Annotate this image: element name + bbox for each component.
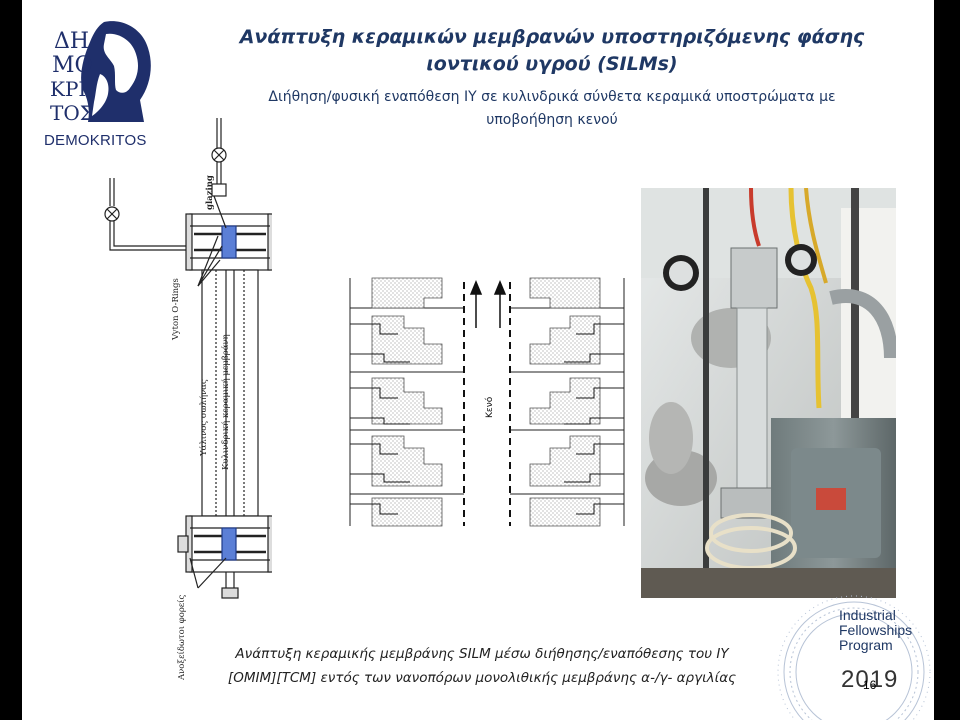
ifp-line-2: Fellowships (839, 622, 913, 638)
ifp-arc-graphic (777, 595, 931, 720)
carriers-label: Ανοξείδωτοι φορείς (176, 594, 187, 681)
slide-title: Ανάπτυξη κεραμικών μεμβρανών υποστηριζόμ… (212, 24, 892, 78)
slide-subtitle: Διήθηση/φυσική εναπόθεση ΙΥ σε κυλινδρικ… (192, 86, 912, 132)
emblem-letters-3: ΚΡΙ (50, 77, 86, 101)
glass-tube-label: Υάλινος σωλήνας (198, 379, 209, 457)
vacuum-label: Κενό (484, 396, 495, 418)
membrane-apparatus-diagram: glazing Vyton O-Rings Υάλινος σωλήνας Κυ… (104, 118, 272, 681)
demokritos-logo-text: DEMOKRITOS (44, 132, 147, 149)
subtitle-line-2: υποβοήθηση κενού (486, 112, 618, 128)
slide: ΔΗ ΜΟ ΚΡΙ ΤΟΣ DEMOKRITOS Ανάπτυξη κεραμι… (22, 0, 934, 720)
caption-line-2: [OMIM][TCM] εντός των νανοπόρων μονολιθι… (227, 670, 737, 686)
membrane-label: Κυλινδρική κεραμική μεμβράνη (220, 334, 231, 470)
ifp-line-1: Industrial (839, 607, 896, 623)
glazing-label: glazing (205, 175, 215, 210)
emblem-letters-1: ΔΗ (54, 29, 89, 54)
ifp-year: 2019 (841, 666, 899, 693)
emblem-letters-4: ΤΟΣ (50, 101, 94, 125)
caption-line-1: Ανάπτυξη κεραμικής μεμβράνης SILM μέσω δ… (235, 646, 729, 662)
ifp-line-3: Program (839, 637, 893, 653)
page-number: 16 (863, 678, 877, 692)
figure-caption: Ανάπτυξη κεραμικής μεμβράνης SILM μέσω δ… (192, 642, 772, 690)
membrane-cross-section-diagram: Κενό (349, 277, 625, 527)
ifp-logo-text: Industrial Fellowships Program (839, 608, 912, 653)
emblem-letters-2: ΜΟ (52, 53, 93, 78)
title-line-2: ιοντικού υγρού (SILMs) (426, 53, 678, 75)
o-rings-label: Vyton O-Rings (171, 278, 181, 341)
lab-setup-photo (641, 188, 896, 598)
subtitle-line-1: Διήθηση/φυσική εναπόθεση ΙΥ σε κυλινδρικ… (268, 89, 836, 105)
title-line-1: Ανάπτυξη κεραμικών μεμβρανών υποστηριζόμ… (239, 26, 865, 48)
demokritos-emblem-logo: ΔΗ ΜΟ ΚΡΙ ΤΟΣ (50, 21, 151, 125)
